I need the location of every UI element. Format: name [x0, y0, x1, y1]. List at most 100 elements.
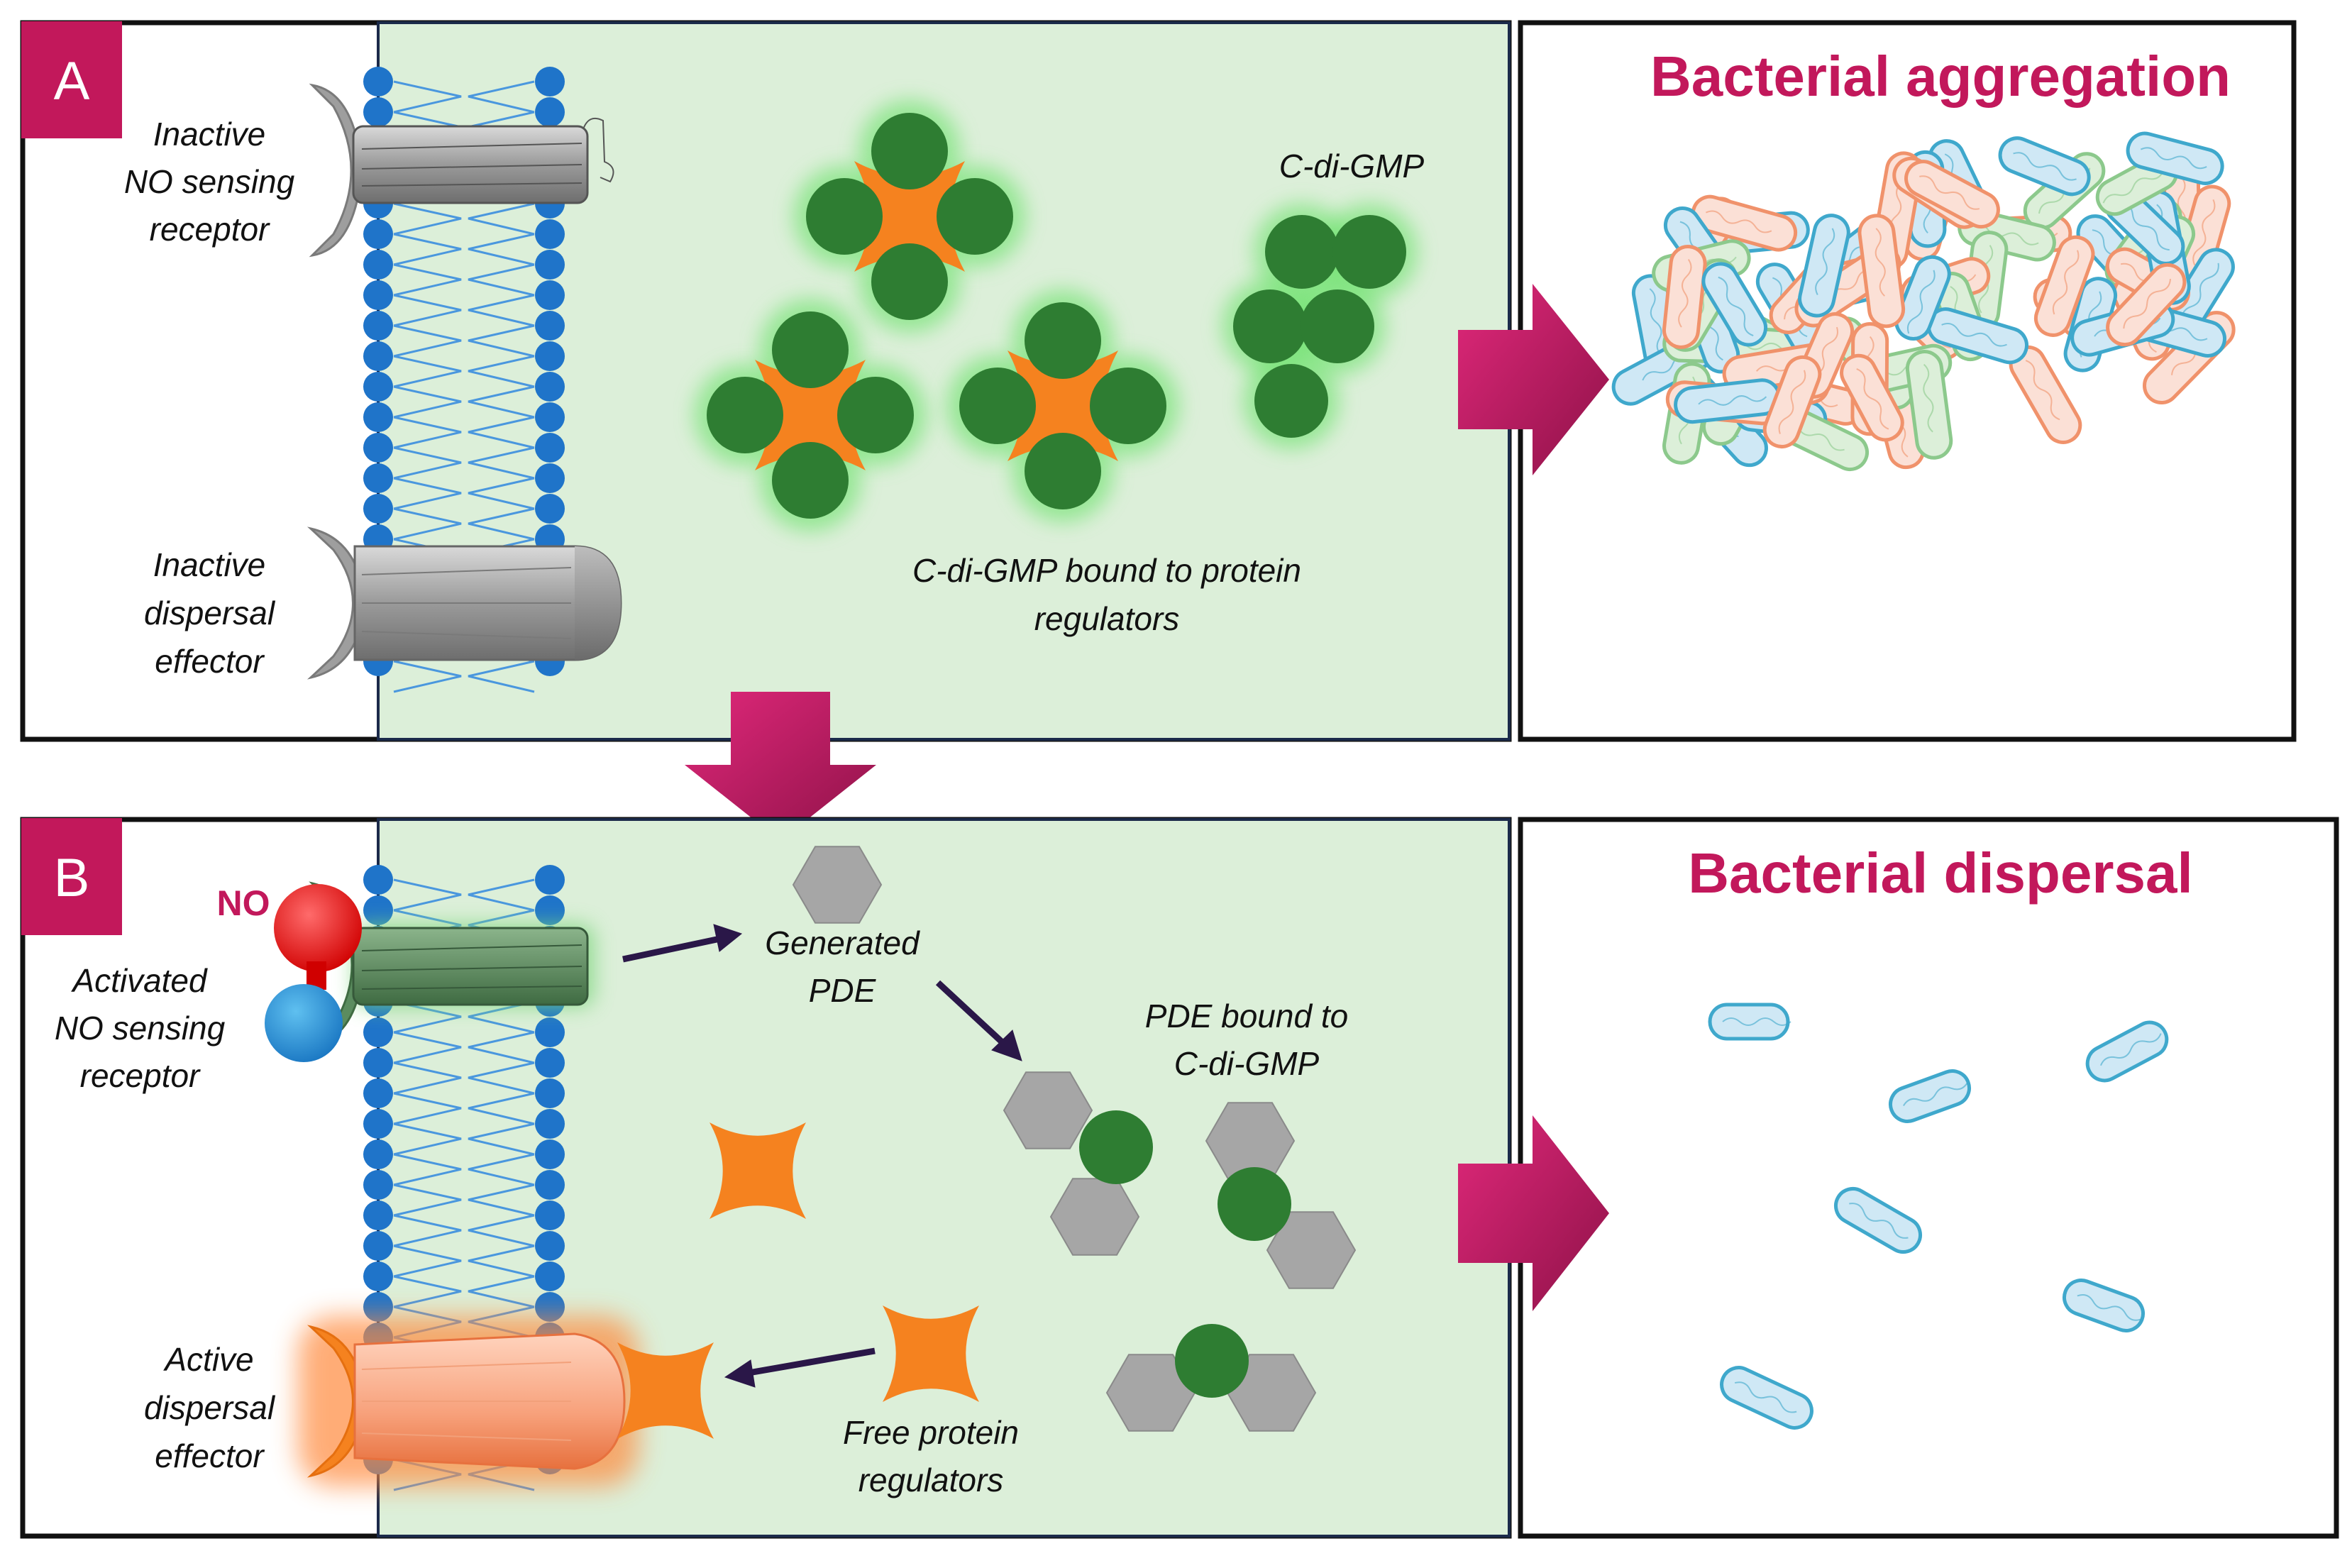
bacterium-dna [1722, 1017, 1791, 1026]
b-effector-label-line3: effector [155, 1437, 265, 1474]
bacterium-body [2063, 1279, 2145, 1332]
bacterium-rod-icon [1798, 214, 1850, 318]
membrane-head-icon [363, 97, 393, 127]
bacterium-dna [2123, 278, 2171, 329]
bacterium-rod-icon [1674, 378, 1781, 424]
bacterium-rod-icon [2063, 1279, 2145, 1332]
membrane-head-icon [535, 494, 565, 524]
regulator-cross-icon [883, 1305, 979, 1402]
dispersal-title: Bacterial dispersal [1688, 841, 2192, 905]
panel-b: NO Activated NO sensing receptor Active … [20, 817, 2339, 1539]
bound-regulator-3 [946, 289, 1179, 522]
lipid-tail [393, 355, 462, 388]
lipid-tail [468, 416, 535, 449]
lipid-tail [468, 1183, 535, 1217]
receptor-label-line2: NO sensing [124, 163, 295, 200]
membrane-head-icon [535, 341, 565, 371]
bacterium-dna [2099, 1033, 2162, 1066]
membrane-head-icon [363, 1048, 393, 1078]
membrane-head-icon [363, 250, 393, 280]
regulator-cross-icon [710, 1122, 806, 1219]
bacterium-body [1691, 194, 1798, 252]
bacterium-dna [1734, 1381, 1797, 1413]
bacterium-rod-icon [2106, 263, 2187, 347]
lipid-tail [393, 1092, 462, 1125]
membrane-head-icon [535, 463, 565, 493]
lipid-tail [468, 1244, 535, 1278]
active-dispersal-effector-icon [298, 1316, 639, 1486]
membrane-head-icon [363, 494, 393, 524]
bacterium-dna [2181, 263, 2219, 321]
dispersal-box [1518, 817, 2339, 1539]
bacterium-dna [2052, 250, 2080, 315]
lipid-tail [393, 416, 462, 449]
lipid-tail [468, 1275, 535, 1308]
bacterium-rod-icon [1904, 160, 2000, 229]
membrane-head-icon [535, 219, 565, 249]
c-di-gmp-sphere-icon [1025, 433, 1101, 509]
bacterium-dna [1649, 288, 1663, 357]
membrane-head-icon [363, 1170, 393, 1200]
pde-label-line1: Generated [765, 924, 920, 961]
b-receptor-label-line3: receptor [80, 1057, 201, 1094]
lipid-tail [468, 324, 535, 358]
lipid-tail [393, 324, 462, 358]
bacterium-dna [1906, 270, 1936, 334]
bacterium-body [1840, 353, 1904, 442]
lipid-tail [393, 1061, 462, 1095]
lipid-tail [468, 202, 535, 236]
lipid-tail [468, 385, 535, 419]
c-di-gmp-cluster [1222, 204, 1418, 449]
bacterium-dna [1903, 1082, 1968, 1107]
lipid-tail [468, 446, 535, 480]
bacterium-body [1701, 262, 1768, 347]
badge-b-text: B [54, 848, 90, 908]
pde-complex-2 [1205, 1102, 1357, 1289]
bacterium-body [1905, 350, 1953, 460]
bacterium-body [2085, 1020, 2169, 1083]
lipid-tail [393, 263, 462, 297]
free-label-line2: regulators [858, 1462, 1004, 1498]
membrane-head-icon [535, 67, 565, 96]
membrane-head-icon [535, 97, 565, 127]
no-label: NO [217, 883, 270, 923]
membrane-head-icon [535, 1017, 565, 1047]
membrane-head-icon [363, 402, 393, 432]
b-receptor-label-line1: Activated [70, 962, 208, 999]
receptor-label-line1: Inactive [153, 116, 266, 153]
membrane-head-icon [363, 1139, 393, 1169]
badge-b [21, 818, 122, 935]
bacterium-body [1889, 1069, 1971, 1123]
c-di-gmp-sphere-icon [1218, 1167, 1291, 1241]
bound-regulator-1 [793, 100, 1026, 333]
bacterium-rod-icon [1905, 350, 1953, 460]
membrane-head-icon [363, 219, 393, 249]
c-di-gmp-sphere-icon [1332, 215, 1406, 289]
membrane-head-icon [363, 433, 393, 463]
arrow-receptor-to-pde-head [713, 924, 743, 952]
bacterium-dna [2102, 170, 2164, 204]
membrane-head-icon [535, 372, 565, 402]
c-di-gmp-sphere-icon [1090, 368, 1166, 444]
membrane-head-icon [363, 1231, 393, 1261]
membrane-head-icon [535, 1078, 565, 1108]
bacterium-dna [1856, 368, 1889, 430]
bacterium-body [2126, 131, 2224, 185]
bacterium-rod-icon [1894, 255, 1951, 341]
bacterium-rod-icon [1701, 262, 1768, 347]
bacterium-dna [2140, 147, 2207, 170]
c-di-gmp-sphere-icon [871, 113, 948, 189]
membrane-head-icon [363, 1261, 393, 1291]
lipid-tail [393, 202, 462, 236]
membrane-head-icon [535, 1261, 565, 1291]
bacterium-dna [1875, 228, 1886, 297]
regulator-cross-icon [1007, 350, 1118, 461]
generated-pde-icon [792, 846, 883, 924]
c-di-gmp-sphere-icon [871, 243, 948, 320]
receptor-label-line3: receptor [150, 211, 270, 248]
membrane-head-icon [363, 895, 393, 925]
flow-arrows [622, 924, 1022, 1388]
pde-complex-1 [1003, 1071, 1153, 1256]
membrane-head-icon [363, 311, 393, 341]
